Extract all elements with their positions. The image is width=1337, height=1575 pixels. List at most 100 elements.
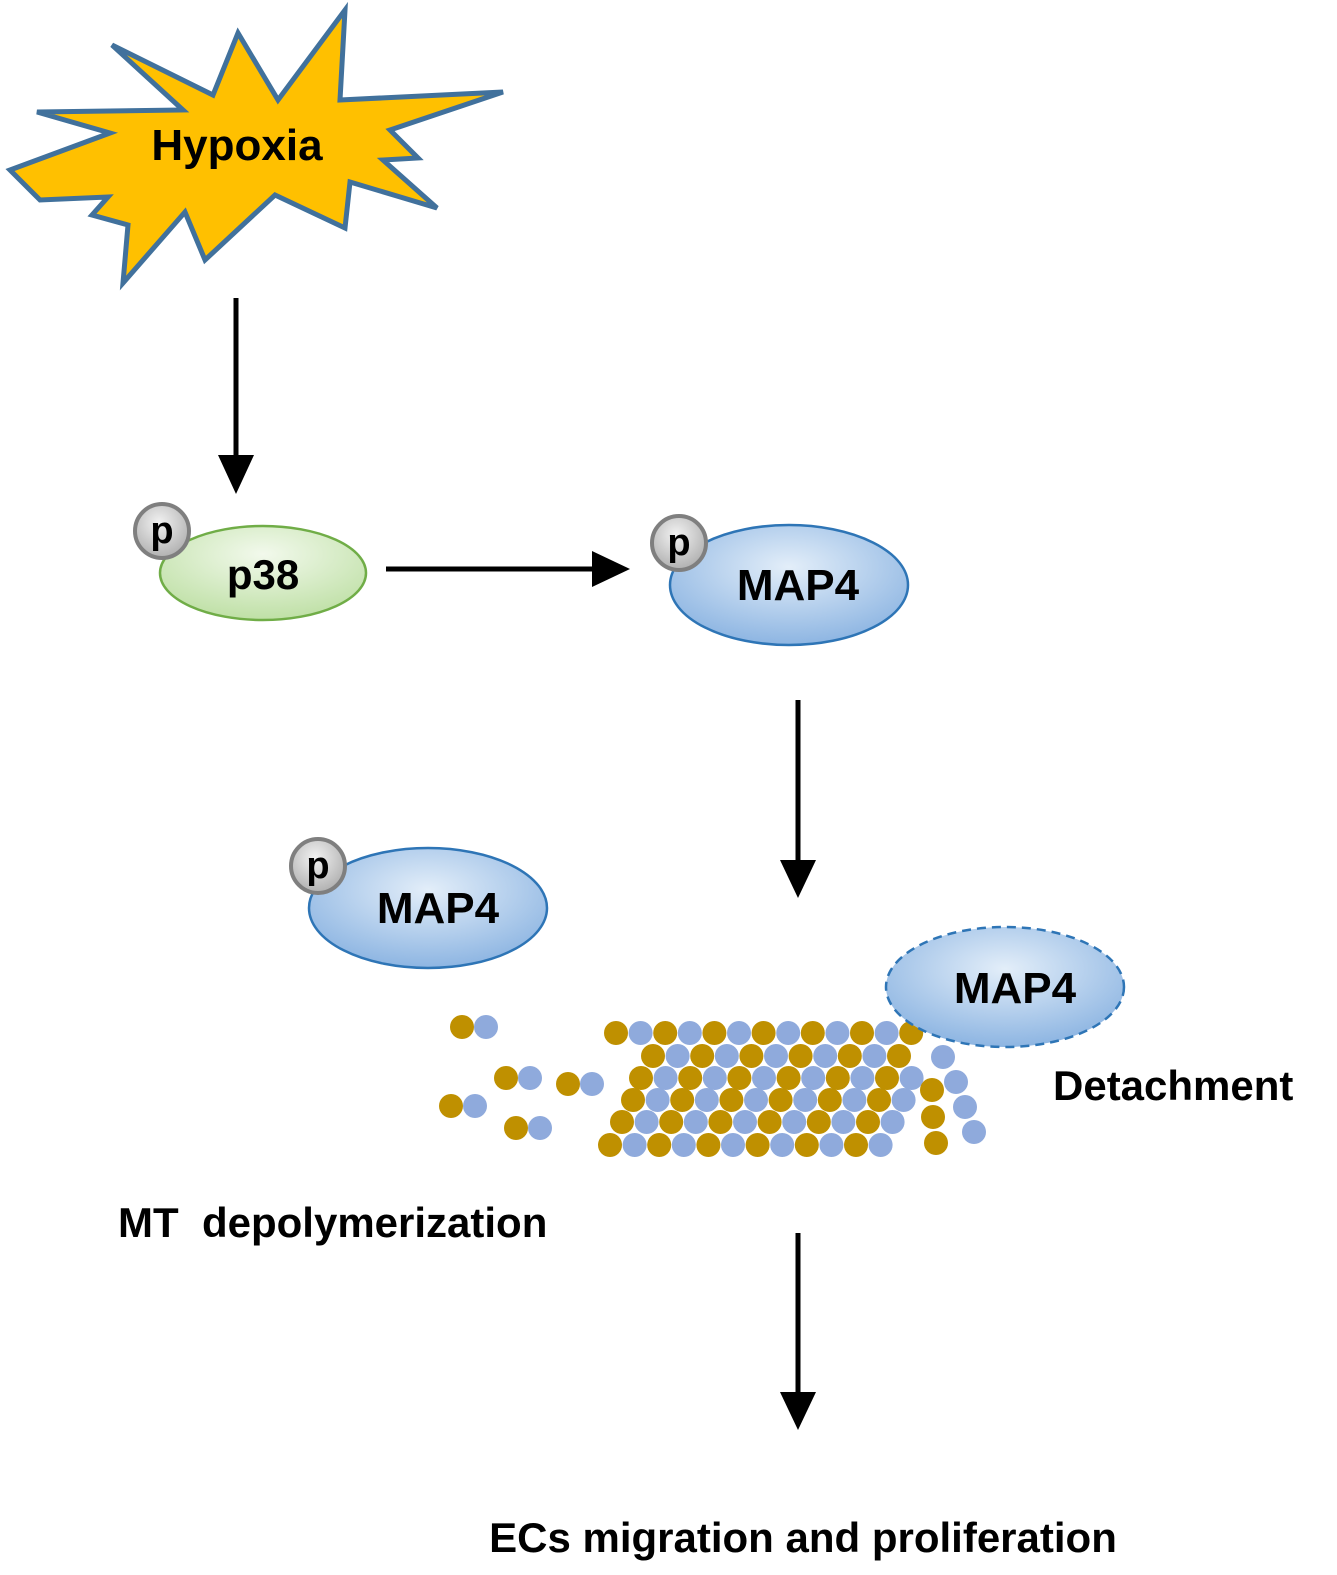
tubulin-subunit: [962, 1120, 986, 1144]
tubulin-subunit: [678, 1066, 703, 1090]
tubulin-subunit: [764, 1044, 788, 1068]
tubulin-subunit: [794, 1133, 819, 1157]
free-tubulin-dimer: [474, 1015, 498, 1039]
tubulin-subunit: [727, 1021, 751, 1045]
p38-ellipse: [158, 524, 368, 622]
tubulin-subunit: [683, 1110, 708, 1134]
arrow-p38-to-map4: [386, 551, 630, 587]
free-tubulin-dimer: [528, 1116, 552, 1140]
map4-phospho-ellipse: [668, 523, 910, 647]
tubulin-subunit: [782, 1110, 807, 1134]
tubulin-subunit: [641, 1044, 665, 1068]
tubulin-subunit: [708, 1110, 733, 1134]
tubulin-subunit: [714, 1044, 739, 1068]
microtubule: [439, 1015, 986, 1157]
tubulin-subunit: [867, 1088, 891, 1112]
tubulin-subunit: [739, 1044, 764, 1068]
tubulin-subunit: [702, 1021, 727, 1045]
tubulin-subunit: [752, 1066, 776, 1090]
tubulin-subunit: [944, 1070, 968, 1094]
tubulin-subunit: [800, 1021, 825, 1045]
free-tubulin-dimer: [580, 1072, 604, 1096]
tubulin-subunit: [831, 1110, 856, 1134]
tubulin-subunit: [751, 1021, 776, 1045]
tubulin-subunit: [770, 1133, 795, 1157]
phospho-badge-map4-top: p: [650, 514, 708, 572]
tubulin-subunit: [875, 1066, 899, 1090]
free-tubulin-dimer: [504, 1116, 528, 1140]
p38-node: p38 p: [133, 502, 368, 622]
tubulin-subunit: [721, 1133, 745, 1157]
map4-released-label: MAP4: [377, 884, 500, 933]
tubulin-subunit: [702, 1066, 727, 1090]
tubulin-subunit: [891, 1088, 916, 1112]
tubulin-subunit: [921, 1105, 945, 1129]
tubulin-subunit: [874, 1021, 899, 1045]
tubulin-subunit: [621, 1088, 645, 1112]
free-tubulin-dimer: [463, 1094, 487, 1118]
hypoxia-starburst-shape: [5, 1, 504, 291]
tubulin-subunit: [653, 1021, 678, 1045]
outcome-label: ECs migration and proliferation: [489, 1514, 1117, 1561]
tubulin-subunit: [924, 1131, 948, 1155]
tubulin-subunit: [837, 1044, 862, 1068]
tubulin-subunit: [793, 1088, 818, 1112]
arrow-microtubule-to-outcome: [780, 1233, 816, 1430]
tubulin-subunit: [825, 1066, 850, 1090]
map4-detaching-node: MAP4: [884, 925, 1126, 1049]
free-tubulin-dimer: [494, 1066, 518, 1090]
arrow-map4-to-microtubule: [780, 700, 816, 898]
tubulin-subunit: [825, 1021, 850, 1045]
tubulin-subunit: [733, 1110, 757, 1134]
tubulin-subunit: [880, 1110, 905, 1134]
map4-detaching-label: MAP4: [954, 964, 1077, 1013]
map4-phospho-label: MAP4: [737, 561, 860, 610]
detachment-label: Detachment: [1053, 1062, 1293, 1109]
hypoxia-node: Hypoxia: [5, 1, 504, 291]
tubulin-subunit: [776, 1021, 801, 1045]
tubulin-subunit: [819, 1133, 844, 1157]
tubulin-subunit: [671, 1133, 696, 1157]
tubulin-subunit: [842, 1088, 867, 1112]
svg-text:p: p: [306, 845, 329, 887]
tubulin-subunit: [622, 1133, 647, 1157]
tubulin-subunit: [653, 1066, 678, 1090]
tubulin-subunit: [788, 1044, 813, 1068]
tubulin-subunit: [850, 1066, 875, 1090]
hypoxia-label: Hypoxia: [151, 121, 323, 170]
tubulin-subunit: [776, 1066, 801, 1090]
tubulin-subunit: [696, 1133, 721, 1157]
tubulin-subunit: [610, 1110, 634, 1134]
svg-text:p: p: [667, 522, 690, 564]
tubulin-subunit: [801, 1066, 826, 1090]
tubulin-subunit: [806, 1110, 831, 1134]
tubulin-subunit: [850, 1021, 874, 1045]
tubulin-subunit: [856, 1110, 880, 1134]
tubulin-subunit: [719, 1088, 744, 1112]
map4-detaching-ellipse: [884, 925, 1126, 1049]
tubulin-subunit: [862, 1044, 887, 1068]
tubulin-subunit: [844, 1133, 868, 1157]
map4-released-ellipse: [307, 846, 549, 970]
tubulin-subunit: [868, 1133, 893, 1157]
tubulin-subunit: [887, 1044, 911, 1068]
free-tubulin-dimer: [450, 1015, 474, 1039]
tubulin-subunit: [768, 1088, 793, 1112]
tubulin-subunit: [817, 1088, 842, 1112]
tubulin-subunit: [813, 1044, 838, 1068]
tubulin-subunit: [690, 1044, 715, 1068]
phospho-badge-p38: p: [133, 502, 191, 560]
tubulin-subunit: [645, 1088, 670, 1112]
tubulin-subunit: [628, 1021, 653, 1045]
mt-depolymerization-label: MT depolymerization: [118, 1199, 547, 1246]
tubulin-subunit: [727, 1066, 752, 1090]
tubulin-subunit: [634, 1110, 659, 1134]
tubulin-subunit: [744, 1088, 768, 1112]
map4-phospho-node: MAP4 p: [650, 514, 910, 647]
tubulin-subunit: [604, 1021, 628, 1045]
tubulin-subunit: [931, 1045, 955, 1069]
tubulin-subunit: [953, 1095, 977, 1119]
tubulin-subunit: [647, 1133, 672, 1157]
tubulin-subunit: [757, 1110, 782, 1134]
